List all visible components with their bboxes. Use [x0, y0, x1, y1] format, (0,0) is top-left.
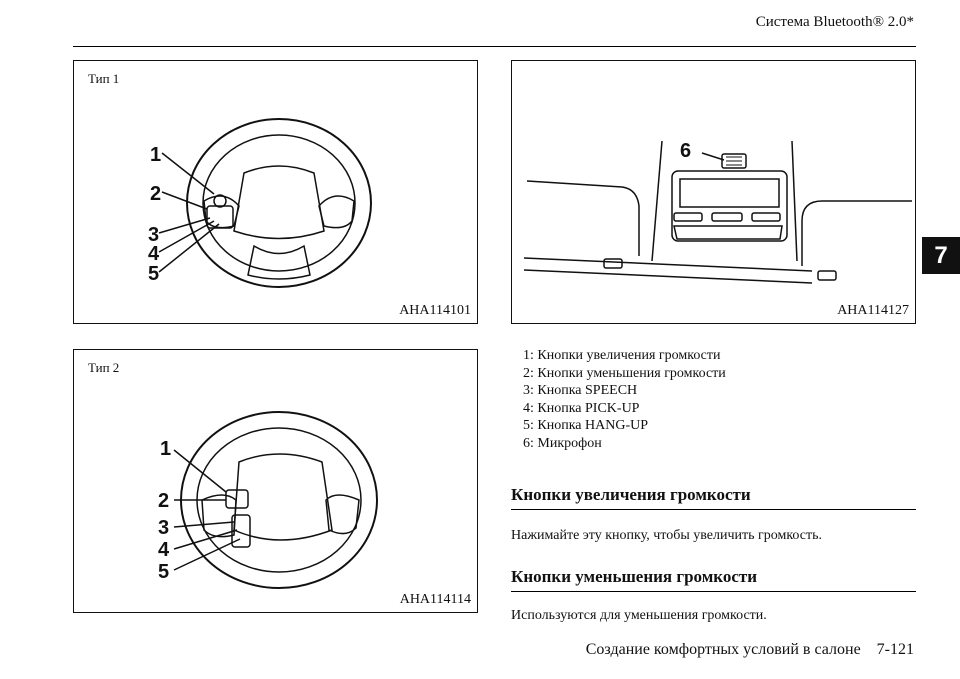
- callout-1: 1: [160, 438, 171, 460]
- section-rule: [511, 509, 916, 510]
- legend-item: 2: Кнопки уменьшения громкости: [523, 365, 726, 381]
- callout-3: 3: [148, 224, 159, 246]
- callout-2: 2: [158, 490, 169, 512]
- section-rule: [511, 591, 916, 592]
- legend-item: 1: Кнопки увеличения громкости: [523, 348, 721, 363]
- figure-code: AHA114114: [399, 592, 471, 607]
- callout-4: 4: [158, 539, 170, 561]
- figure-code: AHA114101: [399, 303, 471, 318]
- figure-steering-type1: Тип 1 1 2 3 4 5 AHA114101: [73, 60, 478, 324]
- steering-wheel-illustration: 1 2 3 4 5: [158, 411, 378, 589]
- legend-item: 6: Микрофон: [523, 435, 602, 451]
- section-text-volume-down: Используются для уменьшения громкости.: [511, 608, 767, 623]
- microphone-illustration: 6: [523, 140, 912, 284]
- figure-label: Тип 1: [88, 71, 120, 86]
- callout-5: 5: [148, 263, 159, 285]
- callout-5: 5: [158, 561, 169, 583]
- page-footer: Создание комфортных условий в салоне 7-1…: [585, 641, 914, 658]
- callout-2: 2: [150, 183, 161, 205]
- figure-microphone: 6 AHA114127: [511, 60, 916, 324]
- figure-code: AHA114127: [837, 303, 909, 318]
- steering-wheel-illustration: 1 2 3 4 5: [148, 118, 372, 288]
- legend-item: 4: Кнопка PICK-UP: [523, 400, 640, 416]
- figure-label: Тип 2: [88, 360, 120, 375]
- header-rule: [73, 46, 916, 47]
- callout-legend: 1: Кнопки увеличения громкости 2: Кнопки…: [523, 347, 726, 453]
- callout-3: 3: [158, 517, 169, 539]
- callout-1: 1: [150, 144, 161, 166]
- section-title-volume-down: Кнопки уменьшения громкости: [511, 567, 758, 586]
- legend-item: 3: Кнопка SPEECH: [523, 383, 638, 399]
- figure-steering-type2: Тип 2 1 2 3 4 5 AHA114114: [73, 349, 478, 613]
- section-title-volume-up: Кнопки увеличения громкости: [511, 485, 751, 504]
- callout-4: 4: [148, 243, 160, 265]
- legend-item: 5: Кнопка HANG-UP: [523, 418, 649, 434]
- chapter-tab: 7: [922, 237, 960, 274]
- page-header: Система Bluetooth® 2.0*: [755, 14, 914, 30]
- section-text-volume-up: Нажимайте эту кнопку, чтобы увеличить гр…: [511, 528, 822, 543]
- callout-6: 6: [680, 140, 691, 162]
